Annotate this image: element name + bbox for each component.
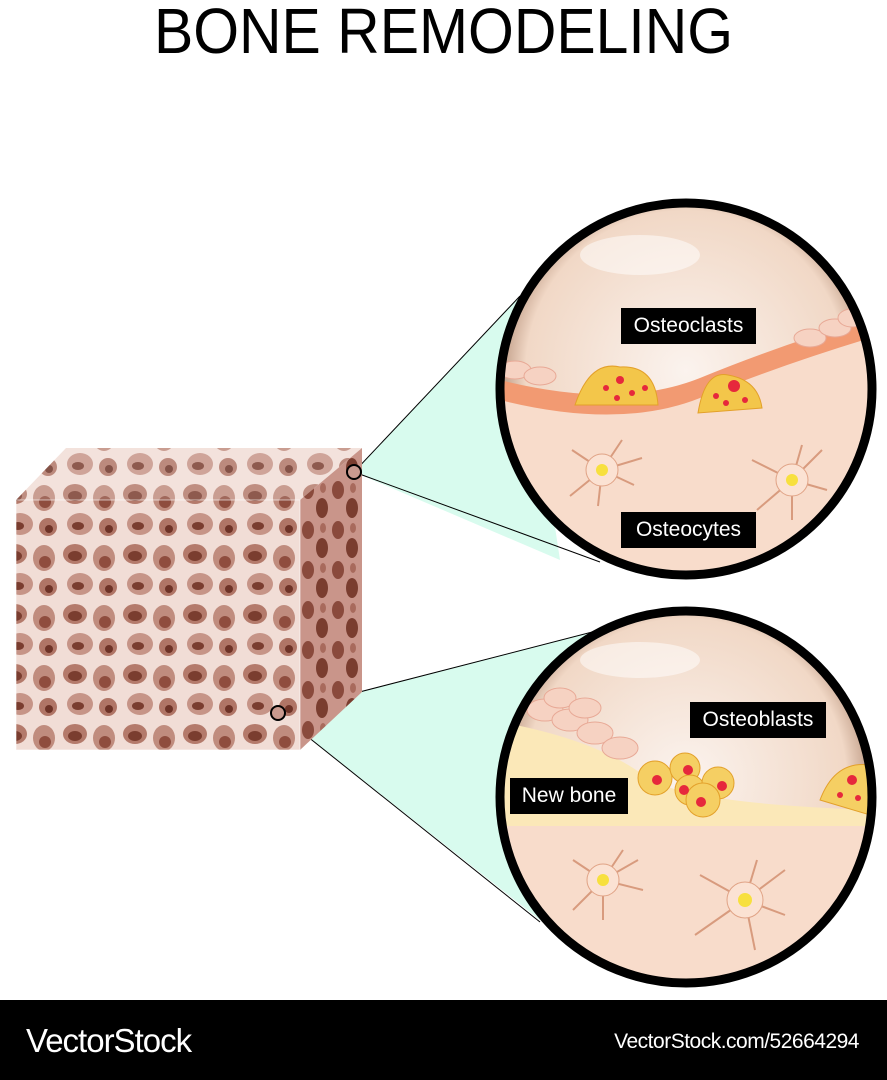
magnifier-osteoclasts — [495, 198, 877, 580]
bone-remodeling-diagram — [15, 198, 877, 988]
brand-logo: VectorStock — [26, 1022, 192, 1059]
osteoclast-nuclei — [603, 376, 748, 406]
zoom-point-top — [346, 464, 362, 480]
footer-bar: VectorStock VectorStock.com/52664294 — [0, 1000, 887, 1080]
osteocyte-cell — [572, 849, 786, 951]
label-osteoclasts: Osteoclasts — [621, 308, 756, 344]
osteocyte-cell — [569, 439, 828, 520]
spongy-bone-cube — [15, 448, 362, 751]
zoom-point-bottom — [270, 705, 286, 721]
label-osteoblasts: Osteoblasts — [690, 702, 826, 738]
image-url: VectorStock.com/52664294 — [614, 1030, 859, 1053]
osteoclast-cell — [574, 365, 763, 414]
label-osteocytes: Osteocytes — [621, 512, 756, 548]
lining-cells — [526, 687, 639, 760]
label-new-bone: New bone — [510, 778, 628, 814]
osteoblast-cell — [637, 752, 868, 818]
osteoblast-nuclei — [652, 765, 861, 807]
page-title: BONE REMODELING — [153, 0, 734, 67]
